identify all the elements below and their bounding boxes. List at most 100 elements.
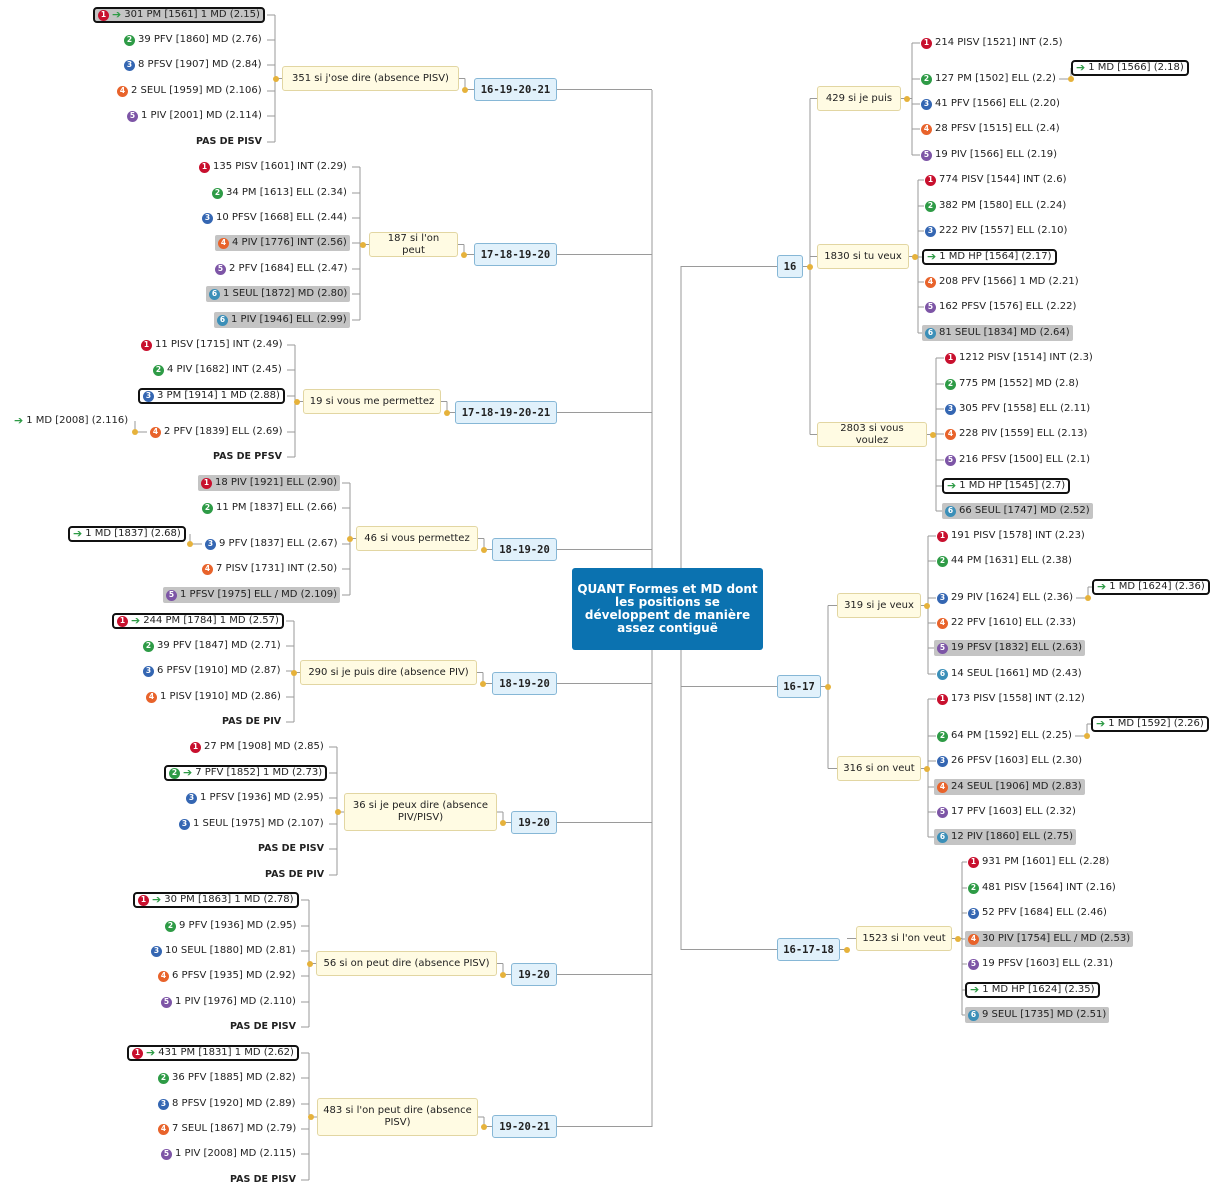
group-node-right[interactable]: 16 [777, 255, 803, 278]
group-node-left[interactable]: 17-18-19-20 [474, 243, 557, 266]
missing-category-note[interactable]: PAS DE PISV [227, 1019, 299, 1035]
leaf-item[interactable]: ➔1 MD HP [1564] (2.17) [922, 249, 1057, 265]
leaf-item[interactable]: 2➔7 PFV [1852] 1 MD (2.73) [164, 765, 328, 781]
missing-category-note[interactable]: PAS DE PIV [219, 714, 284, 730]
group-node-left[interactable]: 17-18-19-20-21 [455, 401, 557, 424]
group-node-left[interactable]: 18-19-20 [492, 538, 557, 561]
group-node-right[interactable]: 16-17 [777, 675, 821, 698]
mid-node[interactable]: 46 si vous permettez [356, 526, 478, 551]
leaf-item[interactable]: 1➔30 PM [1863] 1 MD (2.78) [133, 892, 299, 908]
leaf-item[interactable]: ➔1 MD HP [1545] (2.7) [942, 478, 1071, 494]
leaf-item[interactable]: 1➔301 PM [1561] 1 MD (2.15) [93, 7, 265, 23]
mid-node[interactable]: 187 si l'on peut [369, 232, 458, 257]
leaf-item[interactable]: 1➔431 PM [1831] 1 MD (2.62) [127, 1045, 299, 1061]
group-node-left[interactable]: 19-20 [511, 811, 557, 834]
sub-leaf-item[interactable]: ➔1 MD [1566] (2.18) [1071, 60, 1189, 76]
mid-node[interactable]: 319 si je veux [837, 593, 921, 618]
mid-node[interactable]: 290 si je puis dire (absence PIV) [300, 660, 477, 685]
leaf-item[interactable]: ➔1 MD HP [1624] (2.35) [965, 982, 1100, 998]
mid-node[interactable]: 1830 si tu veux [817, 244, 909, 269]
group-node-left[interactable]: 18-19-20 [492, 672, 557, 695]
sub-leaf-item[interactable]: ➔1 MD [2008] (2.116) [11, 413, 131, 429]
sub-leaf-item[interactable]: ➔1 MD [1624] (2.36) [1092, 579, 1210, 595]
missing-category-note[interactable]: PAS DE PIV [262, 867, 327, 883]
group-node-right[interactable]: 16-17-18 [777, 938, 840, 961]
mid-node[interactable]: 351 si j'ose dire (absence PISV) [282, 66, 459, 91]
group-node-left[interactable]: 16-19-20-21 [474, 78, 557, 101]
missing-category-note[interactable]: PAS DE PISV [193, 134, 265, 150]
group-node-left[interactable]: 19-20-21 [492, 1115, 557, 1138]
mid-node[interactable]: 483 si l'on peut dire (absence PISV) [317, 1098, 478, 1136]
group-node-left[interactable]: 19-20 [511, 963, 557, 986]
mid-node[interactable]: 316 si on veut [837, 756, 921, 781]
missing-category-note[interactable]: PAS DE PISV [227, 1172, 299, 1188]
mid-node[interactable]: 2803 si vous voulez [817, 422, 927, 447]
missing-category-note[interactable]: PAS DE PISV [255, 841, 327, 857]
missing-category-note[interactable]: PAS DE PFSV [210, 449, 285, 465]
mid-node[interactable]: 19 si vous me permettez [303, 389, 441, 414]
leaf-item[interactable]: 1➔244 PM [1784] 1 MD (2.57) [112, 613, 284, 629]
